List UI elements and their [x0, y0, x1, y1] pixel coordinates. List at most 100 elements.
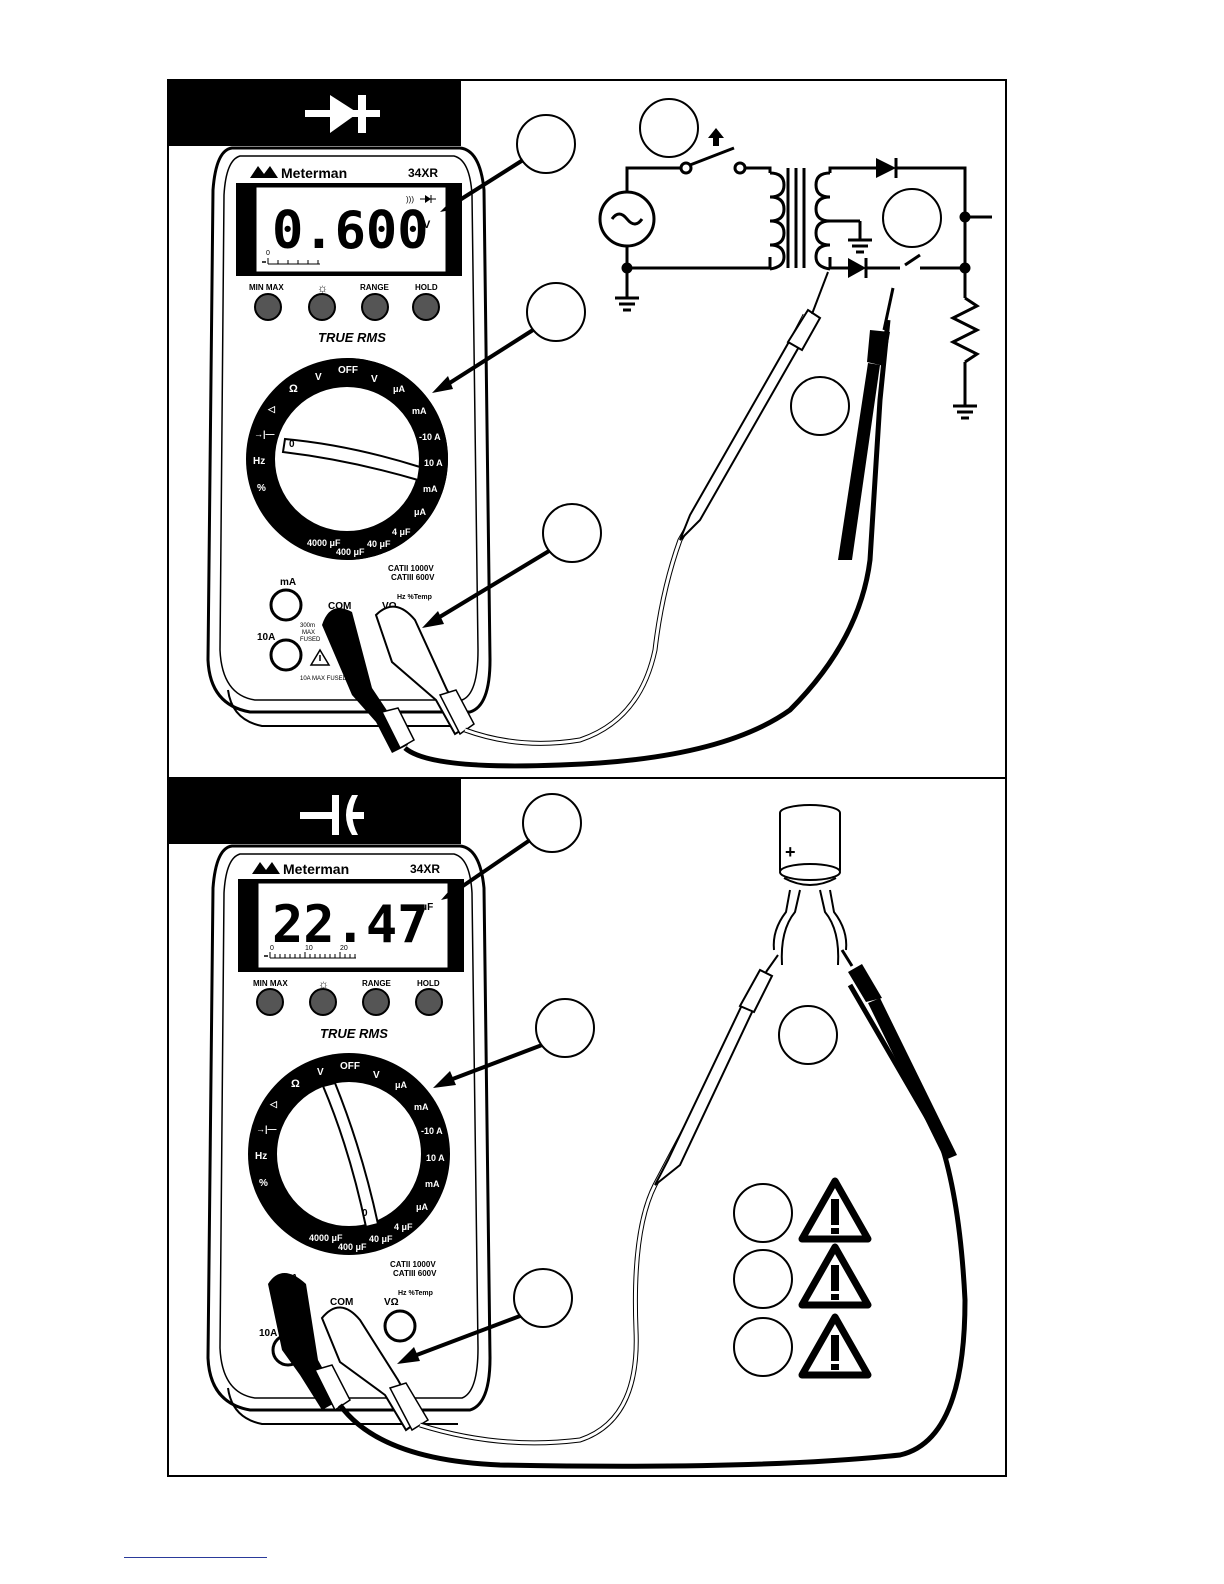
- circuit-diode-2: [848, 258, 866, 278]
- multimeter: Meterman 34XR 22.47 μF 0 10 20: [206, 844, 492, 1432]
- dial-400uf: 400 μF: [336, 547, 365, 557]
- true-rms-label: TRUE RMS: [318, 330, 386, 345]
- capacitor-symbol: [300, 795, 364, 835]
- black-probe-plug: [322, 608, 415, 753]
- ma-jack[interactable]: [269, 588, 303, 622]
- bargraph-label-0: 0: [266, 250, 270, 257]
- dial-diode: →|—: [256, 1124, 277, 1134]
- bargraph-label-20: 20: [340, 945, 348, 952]
- callout-circle: [790, 376, 850, 436]
- hold-button[interactable]: [415, 988, 443, 1016]
- dial-10adc: -10 A: [419, 432, 441, 442]
- bargraph-label-10: 10: [305, 945, 313, 952]
- dial-continuity: ◁: [267, 404, 276, 414]
- dial-hz: Hz: [253, 456, 265, 467]
- black-probe-plug: [268, 1273, 351, 1412]
- button-label-minmax: MIN MAX: [249, 283, 284, 292]
- dial-40uf: 40 μF: [369, 1234, 393, 1244]
- vohm-jack[interactable]: [383, 1309, 417, 1343]
- dial-diode: →|—: [254, 429, 275, 439]
- range-button[interactable]: [361, 293, 389, 321]
- dial-10aac: 10 A: [424, 458, 443, 468]
- callout-circle: [882, 188, 942, 248]
- callout-circle: [542, 503, 602, 563]
- callout-circle: [778, 1005, 838, 1065]
- mode-header: [168, 778, 461, 844]
- dial-uaac: μA: [416, 1202, 429, 1212]
- dial-degc: °C: [274, 1203, 285, 1214]
- svg-text:FUSED: FUSED: [300, 637, 321, 643]
- jack-label-com: COM: [328, 601, 351, 612]
- brand-name: Meterman: [283, 861, 349, 877]
- dial-degc: °C: [272, 508, 283, 519]
- circuit-diode-1: [876, 158, 896, 178]
- brand-name: Meterman: [281, 165, 347, 181]
- backlight-button[interactable]: [309, 988, 337, 1016]
- jack-label-vohm-sub: Hz %Temp: [397, 594, 432, 601]
- electrolytic-capacitor: +: [772, 804, 848, 966]
- callout-circle: [733, 1183, 793, 1243]
- multimeter: Meterman 34XR 0.600 V ))) 0: [206, 146, 492, 753]
- cat-rating-1: CATII 1000V: [388, 564, 434, 573]
- backlight-icon: ☼: [317, 281, 328, 295]
- model-number: 34XR: [410, 862, 440, 876]
- jack-label-10a: 10A: [259, 1328, 277, 1339]
- callout-circle: [733, 1249, 793, 1309]
- red-test-lead: [464, 314, 807, 745]
- red-probe-plug: [374, 605, 475, 736]
- bargraph-label-0: 0: [270, 945, 274, 952]
- callout-circle: [535, 998, 595, 1058]
- lcd-screen: [255, 186, 447, 273]
- lcd-unit: V: [423, 219, 431, 231]
- circuit-schematic: [598, 146, 992, 398]
- button-label-range: RANGE: [362, 979, 392, 988]
- callout-circle: [639, 98, 699, 158]
- red-test-lead: [419, 994, 752, 1445]
- cat-rating-2: CATIII 600V: [393, 1269, 437, 1278]
- brand-logo-icon: [250, 166, 278, 178]
- dial-4uf: 4 μF: [392, 527, 411, 537]
- lcd-continuity-icon: ))): [406, 195, 414, 204]
- backlight-button[interactable]: [308, 293, 336, 321]
- svg-text:MAX: MAX: [302, 630, 315, 636]
- black-test-lead: [337, 983, 968, 1469]
- dial-vdc: V: [371, 374, 378, 385]
- panel-diode-test: Meterman 34XR 0.600 V ))) 0: [167, 79, 1007, 779]
- svg-text:0: 0: [289, 439, 295, 450]
- svg-text:0: 0: [362, 1208, 368, 1219]
- capacitor-polarity-mark: +: [785, 842, 796, 862]
- dial-percent: %: [257, 483, 266, 494]
- diode-symbol: [305, 95, 380, 133]
- switch-up-arrow-icon: [708, 128, 724, 146]
- button-label-range: RANGE: [360, 283, 390, 292]
- dial-4000uf: 4000 μF: [309, 1233, 343, 1243]
- dial-4000uf: 4000 μF: [307, 538, 341, 548]
- dial-4uf: 4 μF: [394, 1222, 413, 1232]
- 10a-jack[interactable]: [269, 638, 303, 672]
- button-label-hold: HOLD: [415, 283, 438, 292]
- dial-hz: Hz: [255, 1151, 267, 1162]
- true-rms-label: TRUE RMS: [320, 1026, 388, 1041]
- dial-off: OFF: [338, 365, 358, 376]
- dial-degf: °F: [290, 529, 300, 540]
- dial-uadc: μA: [395, 1080, 408, 1090]
- callout-circle: [522, 793, 582, 853]
- callout-circle: [513, 1268, 573, 1328]
- svg-text:300m: 300m: [300, 623, 315, 629]
- hold-button[interactable]: [412, 293, 440, 321]
- range-button[interactable]: [362, 988, 390, 1016]
- dial-degf: °F: [292, 1224, 302, 1235]
- minmax-button[interactable]: [256, 988, 284, 1016]
- dial-pointer: [281, 437, 422, 482]
- minmax-button[interactable]: [254, 293, 282, 321]
- dial-vac: V: [317, 1067, 324, 1078]
- model-number: 34XR: [408, 166, 438, 180]
- footer-rule: [124, 1557, 267, 1558]
- dial-10aac: 10 A: [426, 1153, 445, 1163]
- jack-label-ma: mA: [280, 577, 296, 588]
- backlight-icon: ☼: [318, 977, 329, 991]
- cat-rating-1: CATII 1000V: [390, 1260, 436, 1269]
- dial-vac: V: [315, 372, 322, 383]
- callout-circle: [516, 114, 576, 174]
